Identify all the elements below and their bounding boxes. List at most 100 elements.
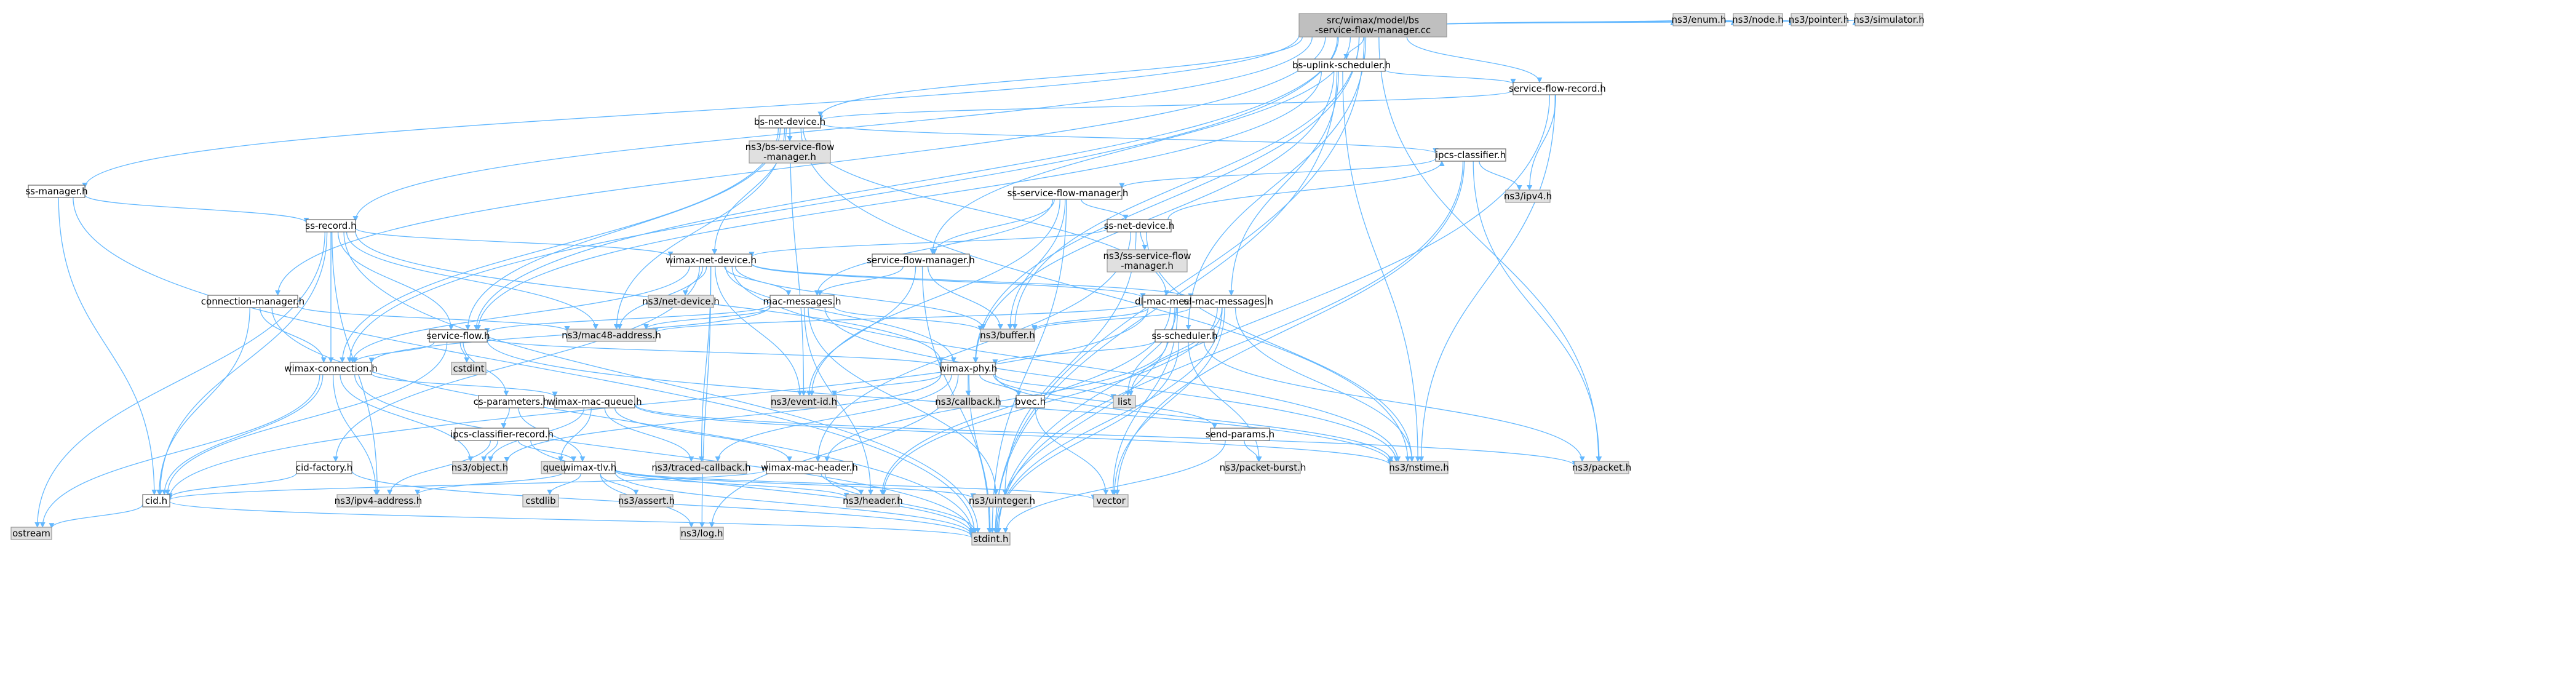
node-box xyxy=(1190,295,1266,308)
edge-cid-to-ostream xyxy=(49,504,143,529)
edge-wimax-net-device-to-wimax-phy xyxy=(725,266,956,363)
node-ns3-object: ns3/object.h xyxy=(451,461,508,474)
node-service-flow-record[interactable]: service-flow-record.h xyxy=(1509,82,1606,95)
node-box xyxy=(1298,13,1447,38)
edge-wimax-mac-queue-to-ns3-packet xyxy=(634,404,1578,467)
node-root[interactable]: src/wimax/model/bs-service-flow-manager.… xyxy=(1298,13,1447,38)
edge-send-params-to-stdint xyxy=(1003,440,1226,533)
node-label: ns3/enum.h xyxy=(1671,14,1726,25)
node-box xyxy=(452,461,507,474)
node-label: ns3/simulator.h xyxy=(1853,14,1925,25)
edge-ss-manager-to-cid xyxy=(58,197,157,495)
node-ns3-pointer: ns3/pointer.h xyxy=(1789,13,1849,26)
node-wimax-tlv[interactable]: wimax-tlv.h xyxy=(563,461,617,474)
edge-ss-net-device-to-wimax-mac-header xyxy=(815,231,1132,462)
node-ipcs-classifier[interactable]: ipcs-classifier.h xyxy=(1435,148,1506,162)
node-label: cid.h xyxy=(145,495,167,506)
node-label: cs-parameters.h xyxy=(474,396,549,407)
node-cs-parameters[interactable]: cs-parameters.h xyxy=(474,395,549,408)
edge-ss-service-flow-manager-to-mac-messages xyxy=(814,199,1054,296)
node-ss-net-device[interactable]: ss-net-device.h xyxy=(1104,219,1175,233)
node-bvec[interactable]: bvec.h xyxy=(1015,395,1046,408)
edge-service-flow-manager-to-mac-messages xyxy=(817,266,904,296)
edge-ss-record-to-service-flow xyxy=(337,231,454,330)
edge-ul-mac-messages-to-list xyxy=(1127,307,1223,396)
edge-ipcs-classifier-record-to-ns3-ipv4-address xyxy=(387,440,491,495)
node-label: stdint.h xyxy=(973,533,1008,544)
node-ns3-header: ns3/header.h xyxy=(843,494,903,508)
node-ss-record[interactable]: ss-record.h xyxy=(305,219,357,233)
node-ns3-packet-burst: ns3/packet-burst.h xyxy=(1220,461,1306,474)
node-send-params[interactable]: send-params.h xyxy=(1206,428,1274,441)
edge-service-flow-manager-to-ns3-buffer xyxy=(927,266,1003,330)
node-wimax-mac-header[interactable]: wimax-mac-header.h xyxy=(761,461,858,474)
edge-connection-manager-to-stdint xyxy=(271,307,975,533)
node-box xyxy=(1733,13,1783,26)
node-connection-manager[interactable]: connection-manager.h xyxy=(201,295,304,308)
node-box xyxy=(564,461,616,474)
node-label: send-params.h xyxy=(1206,429,1274,440)
node-ss-scheduler[interactable]: ss-scheduler.h xyxy=(1151,329,1218,343)
node-ipcs-classifier-record[interactable]: ipcs-classifier-record.h xyxy=(450,428,554,441)
edge-root-to-wimax-phy xyxy=(972,36,1360,363)
edge-wimax-phy-to-send-params xyxy=(993,374,1218,429)
node-ul-mac-messages[interactable]: ul-mac-messages.h xyxy=(1183,295,1273,308)
node-ss-manager[interactable]: ss-manager.h xyxy=(25,185,88,198)
node-label: vector xyxy=(1096,495,1126,506)
node-wimax-mac-queue[interactable]: wimax-mac-queue.h xyxy=(547,395,642,408)
edge-wimax-mac-queue-to-wimax-mac-header xyxy=(614,407,792,462)
node-label: ss-net-device.h xyxy=(1104,220,1175,231)
edge-bs-uplink-scheduler-to-ns3-nstime xyxy=(1342,71,1421,462)
node-bs-net-device[interactable]: bs-net-device.h xyxy=(754,115,825,129)
node-label: wimax-mac-header.h xyxy=(761,462,858,473)
node-ns3-ipv4: ns3/ipv4.h xyxy=(1504,189,1552,203)
node-box xyxy=(937,395,1000,408)
node-box xyxy=(142,494,170,508)
edge-ipcs-classifier-to-ss-service-flow-manager xyxy=(1119,157,1436,189)
node-bs-uplink-scheduler[interactable]: bs-uplink-scheduler.h xyxy=(1292,58,1391,72)
node-vector: vector xyxy=(1093,494,1129,508)
edge-wimax-connection-to-ns3-ipv4-address xyxy=(332,374,379,495)
edge-bs-uplink-scheduler-to-service-flow-record xyxy=(1385,70,1516,85)
edge-cs-parameters-to-ipcs-classifier-record xyxy=(501,407,510,429)
edge-bs-net-device-to-service-flow xyxy=(464,127,781,330)
edge-wimax-net-device-to-ns3-buffer xyxy=(734,266,986,330)
edge-wimax-phy-to-ns3-traced-callback xyxy=(715,374,952,462)
edge-ipcs-classifier-to-ns3-ipv4 xyxy=(1479,161,1522,191)
edge-root-to-ns3-packet xyxy=(1378,36,1602,462)
edge-wimax-phy-to-list xyxy=(995,374,1116,400)
node-label: list xyxy=(1118,396,1131,407)
node-label: mac-messages.h xyxy=(763,296,841,307)
node-box xyxy=(1155,329,1215,343)
edge-ul-mac-messages-to-vector xyxy=(1111,307,1225,495)
edge-bs-uplink-scheduler-to-ul-mac-messages xyxy=(1228,71,1339,296)
edge-ss-service-flow-manager-to-ns3-event-id xyxy=(809,199,1060,396)
node-box xyxy=(1791,13,1847,26)
node-ns3-uinteger: ns3/uinteger.h xyxy=(969,494,1035,508)
node-label: src/wimax/model/bs xyxy=(1327,15,1419,26)
node-ns3-buffer: ns3/buffer.h xyxy=(980,329,1035,342)
edge-wimax-phy-to-ns3-object xyxy=(504,373,942,463)
edge-connection-manager-to-ns3-mac48-address xyxy=(297,305,570,332)
node-label: ns3/bs-service-flow xyxy=(745,141,835,153)
node-box xyxy=(1389,461,1449,474)
edge-ipcs-classifier-record-to-wimax-tlv xyxy=(517,440,577,462)
node-ns3-traced-callback: ns3/traced-callback.h xyxy=(651,461,751,474)
node-ns3-assert: ns3/assert.h xyxy=(618,494,675,508)
node-wimax-connection[interactable]: wimax-connection.h xyxy=(284,362,378,375)
node-mac-messages[interactable]: mac-messages.h xyxy=(763,295,841,308)
edge-ipcs-classifier-to-vector xyxy=(1114,161,1465,495)
node-box xyxy=(1297,58,1386,72)
node-wimax-net-device[interactable]: wimax-net-device.h xyxy=(666,253,757,267)
edge-wimax-tlv-to-vector xyxy=(614,469,1097,501)
node-wimax-phy[interactable]: wimax-phy.h xyxy=(939,362,998,375)
node-box xyxy=(566,329,656,342)
node-box xyxy=(971,532,1011,546)
node-service-flow-manager[interactable]: service-flow-manager.h xyxy=(867,253,975,267)
node-ss-service-flow-manager[interactable]: ss-service-flow-manager.h xyxy=(1008,186,1129,200)
node-cid[interactable]: cid.h xyxy=(142,494,170,508)
edge-ss-service-flow-manager-to-stdint xyxy=(989,199,1067,533)
node-service-flow[interactable]: service-flow.h xyxy=(427,329,490,343)
node-cid-factory[interactable]: cid-factory.h xyxy=(296,461,352,474)
